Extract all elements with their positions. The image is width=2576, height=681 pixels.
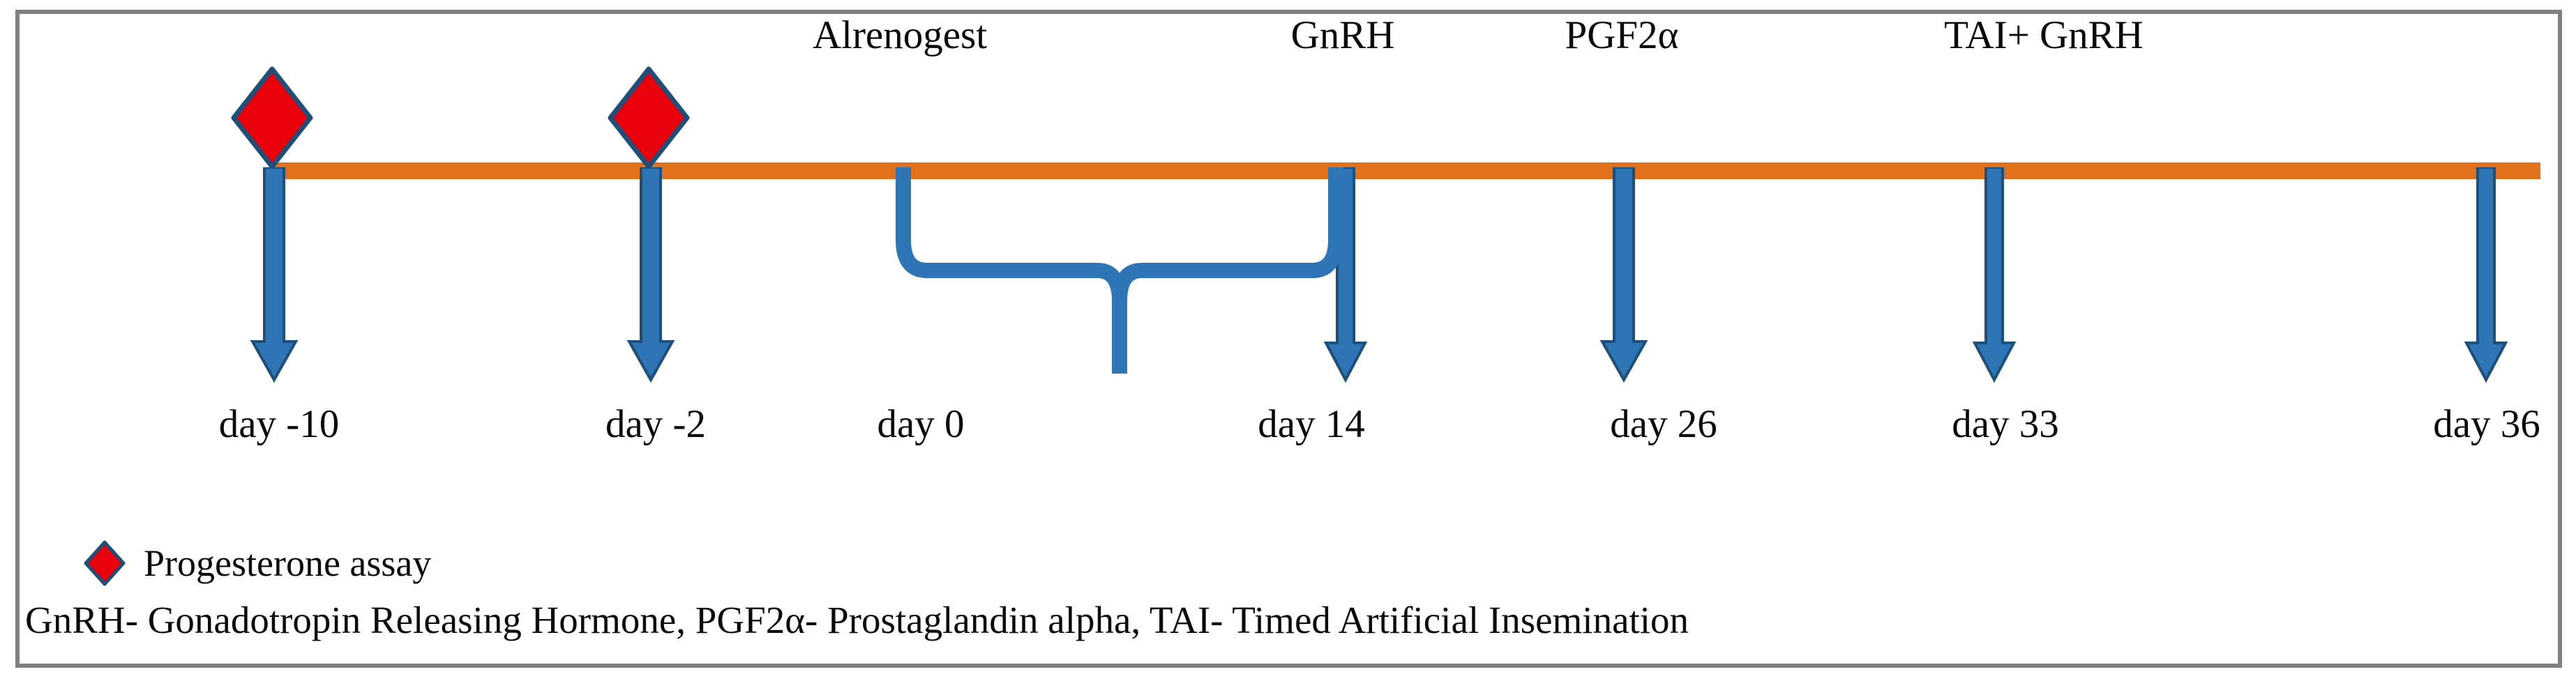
event-label-alrenogest: Alrenogest <box>812 13 988 57</box>
day-label-33: day 33 <box>1952 402 2059 446</box>
legend-label: Progesterone assay <box>144 542 432 584</box>
day-label-minus-2: day -2 <box>605 402 707 446</box>
alrenogest-treatment-brace <box>882 164 1357 381</box>
day-label-14: day 14 <box>1258 402 1365 446</box>
arrow-day-14-gnrh <box>1324 167 1367 383</box>
day-label-36: day 36 <box>2433 402 2540 446</box>
event-label-gnrh: GnRH <box>1290 13 1395 57</box>
arrow-day-minus-10 <box>250 167 299 383</box>
progesterone-assay-diamond-day-minus-10 <box>230 66 314 170</box>
progesterone-assay-diamond-day-minus-2 <box>607 66 691 170</box>
arrow-day-26-pgf2a <box>1599 167 1648 383</box>
arrow-day-36 <box>2464 167 2508 383</box>
figure-border <box>15 10 2562 668</box>
event-label-pgf2a: PGF2α <box>1565 13 1679 57</box>
event-label-tai-gnrh: TAI+ GnRH <box>1944 13 2144 57</box>
day-label-26: day 26 <box>1610 402 1717 446</box>
arrow-day-minus-2 <box>626 167 675 383</box>
abbreviations-footnote: GnRH- Gonadotropin Releasing Hormone, PG… <box>25 599 1689 641</box>
arrow-day-33-tai-gnrh <box>1973 167 2016 383</box>
day-label-0: day 0 <box>877 402 965 446</box>
legend: Progesterone assay <box>84 540 431 586</box>
day-label-minus-10: day -10 <box>218 402 340 446</box>
legend-diamond-icon <box>84 540 126 586</box>
